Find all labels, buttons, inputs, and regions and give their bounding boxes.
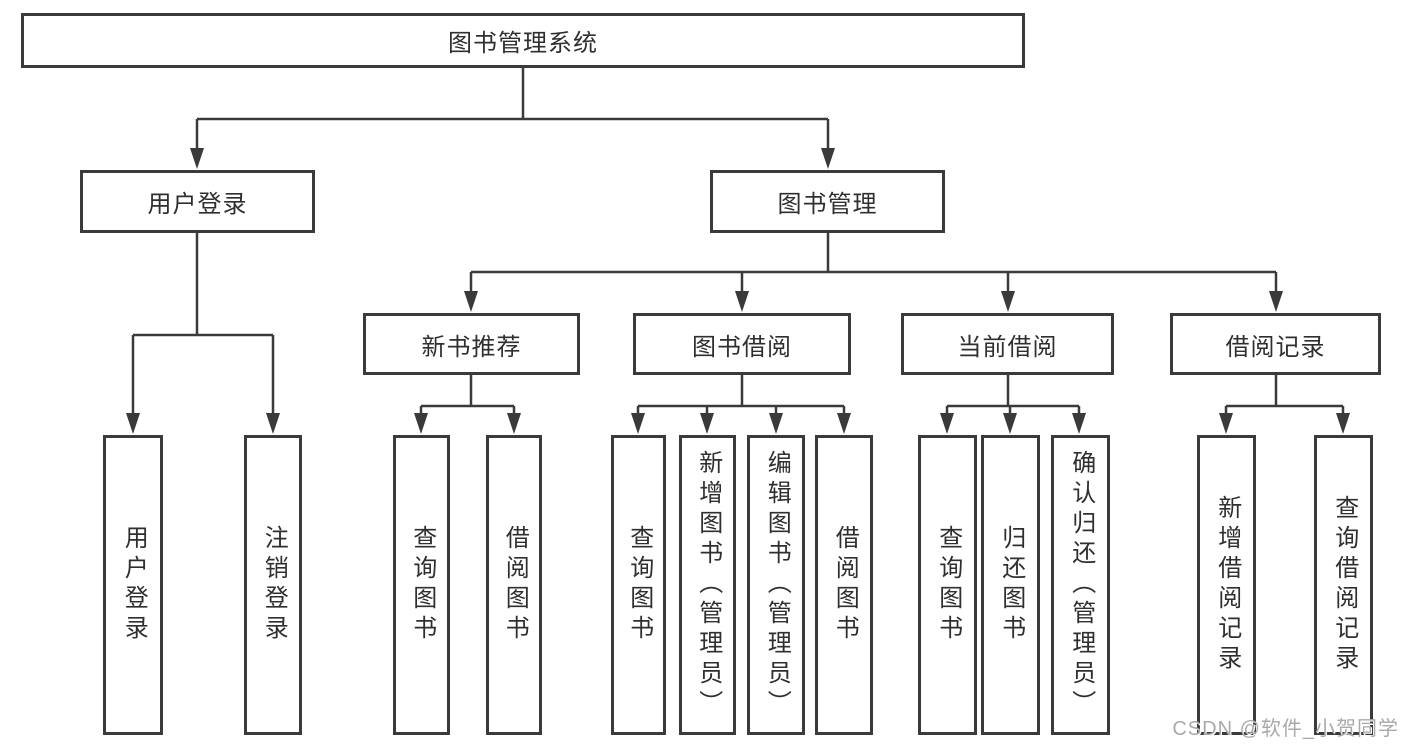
leaf-query-borrow-record: 查询借阅记录 <box>1314 435 1373 735</box>
leaf-borrow-books-recommend: 借阅图书 <box>486 435 542 735</box>
node-root-label: 图书管理系统 <box>448 30 598 57</box>
leaf-user-login-label: 用户登录 <box>120 525 148 645</box>
leaf-logout: 注销登录 <box>244 435 302 735</box>
csdn-watermark: CSDN @软件_小贺同学 <box>1172 718 1399 740</box>
node-current-borrowing: 当前借阅 <box>901 313 1114 375</box>
node-current-borrowing-label: 当前借阅 <box>957 333 1058 361</box>
leaf-query-books-borrowing: 查询图书 <box>611 435 666 735</box>
leaf-edit-book-admin-label: 编辑图书（管理员） <box>763 450 791 720</box>
leaf-add-borrow-record-label: 新增借阅记录 <box>1213 495 1241 675</box>
leaf-query-books-recommend: 查询图书 <box>393 435 450 735</box>
leaf-query-books-current-label: 查询图书 <box>934 525 962 645</box>
node-book-borrowing-label: 图书借阅 <box>692 333 792 361</box>
leaf-confirm-return-admin: 确认归还（管理员） <box>1051 435 1110 735</box>
leaf-query-books-recommend-label: 查询图书 <box>408 525 436 645</box>
leaf-add-book-admin: 新增图书（管理员） <box>679 435 736 735</box>
node-new-book-recommend: 新书推荐 <box>363 313 580 375</box>
leaf-borrow-books-recommend-label: 借阅图书 <box>501 525 529 645</box>
leaf-query-borrow-record-label: 查询借阅记录 <box>1330 495 1358 675</box>
connector-lines <box>131 68 1345 418</box>
leaf-logout-label: 注销登录 <box>260 525 288 645</box>
leaf-add-borrow-record: 新增借阅记录 <box>1197 435 1256 735</box>
node-borrowing-records-label: 借阅记录 <box>1225 333 1326 361</box>
leaf-query-books-borrowing-label: 查询图书 <box>625 525 653 645</box>
node-book-management-label: 图书管理 <box>777 191 878 218</box>
leaf-borrow-books-borrowing: 借阅图书 <box>815 435 873 735</box>
leaf-borrow-books-borrowing-label: 借阅图书 <box>831 525 859 645</box>
leaf-add-book-admin-label: 新增图书（管理员） <box>694 450 722 720</box>
node-book-borrowing: 图书借阅 <box>633 313 851 375</box>
node-root: 图书管理系统 <box>21 13 1025 68</box>
node-user-login: 用户登录 <box>80 170 315 233</box>
leaf-return-book-label: 归还图书 <box>997 525 1025 645</box>
leaf-confirm-return-admin-label: 确认归还（管理员） <box>1067 450 1095 720</box>
leaf-query-books-current: 查询图书 <box>918 435 977 735</box>
leaf-user-login: 用户登录 <box>103 435 163 735</box>
leaf-edit-book-admin: 编辑图书（管理员） <box>747 435 805 735</box>
node-borrowing-records: 借阅记录 <box>1170 313 1381 375</box>
node-user-login-label: 用户登录 <box>147 191 248 218</box>
node-book-management: 图书管理 <box>710 170 945 233</box>
leaf-return-book: 归还图书 <box>981 435 1040 735</box>
node-new-book-recommend-label: 新书推荐 <box>421 333 522 361</box>
arrowheads <box>126 148 1350 434</box>
